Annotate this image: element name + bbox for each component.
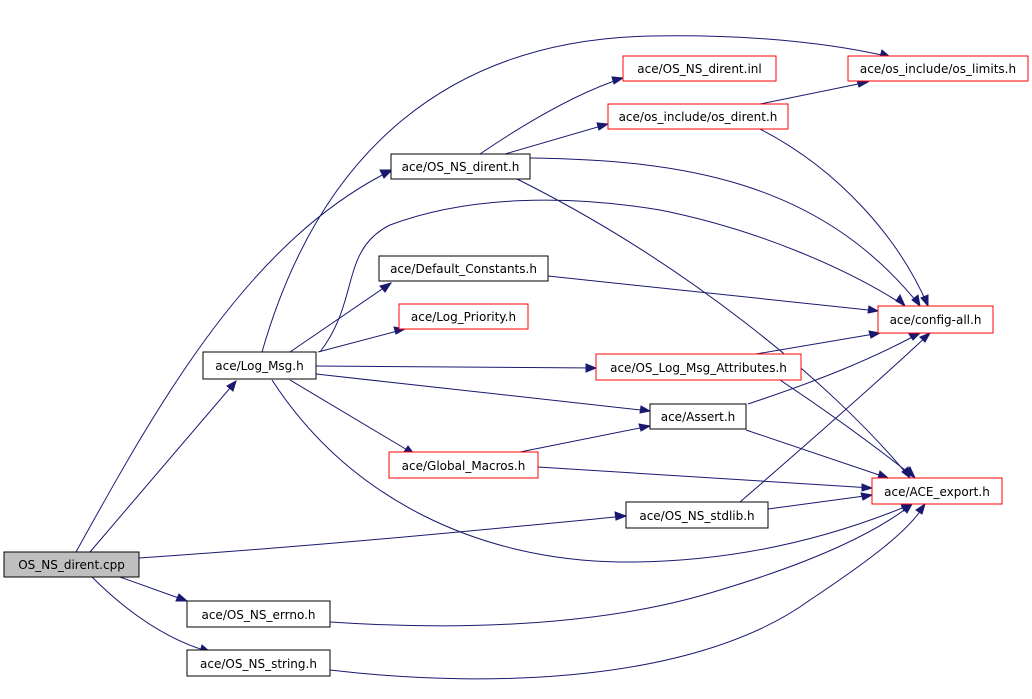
edge-cpp-to-os-ns-dirent-h <box>75 169 394 553</box>
edge-log-msg-h-to-default-constants-h <box>289 282 393 353</box>
node-label: ace/Log_Priority.h <box>411 310 516 324</box>
edge-os-ns-stdlib-h-to-config-all-h <box>739 332 932 503</box>
node-label: ace/Global_Macros.h <box>402 459 526 473</box>
node-label: ace/Assert.h <box>661 410 736 424</box>
edge-log-msg-h-to-global-macros-h <box>289 379 416 455</box>
edge-os-dirent-h-to-os-limits-h <box>759 79 870 105</box>
node-label: ace/Default_Constants.h <box>390 262 537 276</box>
node-config-all-h[interactable]: ace/config-all.h <box>877 305 994 334</box>
edge-log-msg-h-to-log-priority-h <box>317 326 407 353</box>
node-label: ace/OS_NS_stdlib.h <box>639 509 754 523</box>
edge-default-constants-h-to-config-all-h <box>547 275 880 314</box>
edge-log-msg-h-to-os-limits-h <box>261 35 892 353</box>
edge-log-msg-h-to-assert-h <box>315 373 652 414</box>
node-label: ace/OS_NS_errno.h <box>201 608 315 622</box>
edge-os-dirent-h-to-config-all-h <box>759 128 929 308</box>
edges <box>75 35 932 680</box>
node-label: ace/os_include/os_dirent.h <box>619 110 778 124</box>
node-ace-export-h[interactable]: ace/ACE_export.h <box>871 477 1003 505</box>
node-os-ns-stdlib-h[interactable]: ace/OS_NS_stdlib.h <box>625 501 769 529</box>
edge-os-ns-string-h-to-ace-export-h <box>329 502 926 680</box>
node-label: ace/Log_Msg.h <box>215 359 303 373</box>
node-label: ace/os_include/os_limits.h <box>860 62 1016 76</box>
edge-cpp-to-os-ns-errno-h <box>119 576 189 602</box>
node-label: ace/OS_Log_Msg_Attributes.h <box>610 361 787 375</box>
edge-os-ns-errno-h-to-ace-export-h <box>329 503 914 627</box>
edge-os-log-msg-attributes-h-to-ace-export-h <box>779 379 917 480</box>
node-default-constants-h[interactable]: ace/Default_Constants.h <box>378 255 549 282</box>
node-label: ace/ACE_export.h <box>884 485 990 499</box>
node-os-dirent-h[interactable]: ace/os_include/os_dirent.h <box>607 103 789 130</box>
edge-cpp-to-os-ns-stdlib-h <box>138 511 628 559</box>
edge-os-log-msg-attributes-h-to-config-all-h <box>755 330 882 355</box>
edge-log-msg-h-to-os-log-msg-attributes-h <box>315 363 598 373</box>
node-log-priority-h[interactable]: ace/Log_Priority.h <box>398 303 529 330</box>
node-label: ace/OS_NS_dirent.inl <box>637 62 761 76</box>
nodes: OS_NS_dirent.cpp ace/OS_NS_dirent.inl ac… <box>3 55 1029 677</box>
node-os-ns-dirent-cpp[interactable]: OS_NS_dirent.cpp <box>3 551 140 578</box>
edge-os-ns-dirent-h-to-config-all-h <box>529 157 921 308</box>
node-os-log-msg-attributes-h[interactable]: ace/OS_Log_Msg_Attributes.h <box>595 353 802 381</box>
edge-global-macros-h-to-ace-export-h <box>537 466 874 492</box>
node-os-ns-dirent-inl[interactable]: ace/OS_NS_dirent.inl <box>622 55 777 82</box>
edge-os-ns-dirent-h-to-ace-export-h <box>514 177 911 480</box>
edge-assert-h-to-ace-export-h <box>745 429 890 479</box>
node-os-ns-string-h[interactable]: ace/OS_NS_string.h <box>186 649 331 677</box>
edge-os-ns-dirent-h-to-os-dirent-h <box>504 122 610 155</box>
edge-cpp-to-log-msg-h <box>89 379 237 553</box>
node-label: ace/OS_NS_string.h <box>200 657 317 671</box>
edge-log-msg-h-to-config-all-h <box>319 199 907 353</box>
edge-log-msg-h-to-ace-export-h <box>271 379 914 563</box>
node-label: OS_NS_dirent.cpp <box>18 558 125 572</box>
node-os-ns-errno-h[interactable]: ace/OS_NS_errno.h <box>186 600 331 628</box>
edge-os-ns-stdlib-h-to-ace-export-h <box>767 492 874 510</box>
node-label: ace/OS_NS_dirent.h <box>402 160 520 174</box>
node-os-ns-dirent-h[interactable]: ace/OS_NS_dirent.h <box>390 153 531 180</box>
edge-os-ns-dirent-h-to-inl <box>479 76 625 155</box>
node-assert-h[interactable]: ace/Assert.h <box>649 403 747 430</box>
node-os-limits-h[interactable]: ace/os_include/os_limits.h <box>847 55 1029 82</box>
edge-global-macros-h-to-assert-h <box>519 423 652 453</box>
node-label: ace/config-all.h <box>890 313 982 327</box>
node-log-msg-h[interactable]: ace/Log_Msg.h <box>202 351 317 380</box>
node-global-macros-h[interactable]: ace/Global_Macros.h <box>388 451 539 479</box>
